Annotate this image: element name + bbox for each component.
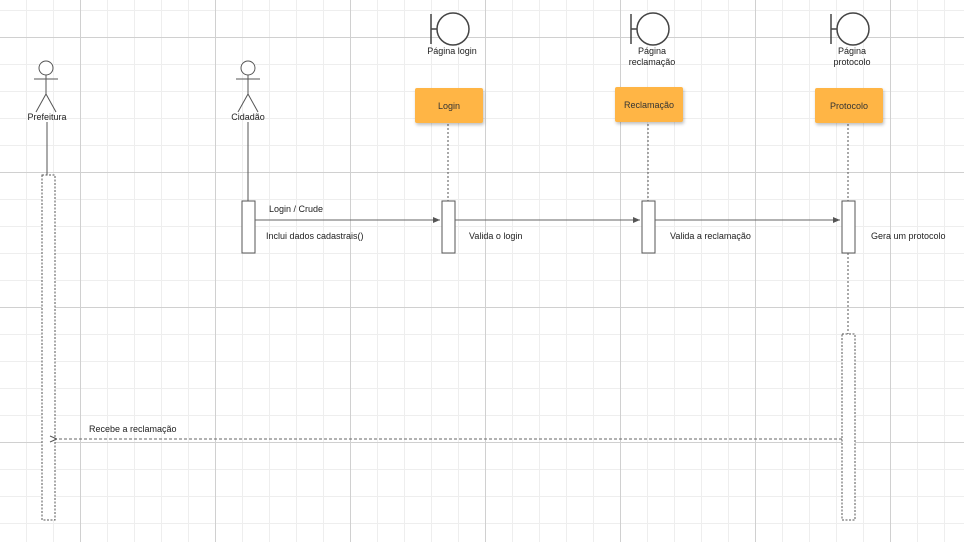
message-valida-login: Valida o login (469, 231, 523, 241)
pagina-protocolo-label-line2: protocolo (833, 57, 871, 67)
message-gera-protocolo: Gera um protocolo (871, 231, 946, 241)
message-recebe-reclamacao: Recebe a reclamação (89, 424, 177, 434)
message-login-crude: Login / Crude (269, 204, 324, 214)
prefeitura-activation (41, 174, 56, 521)
cidadao-actor-icon (236, 60, 260, 113)
pagina-protocolo-label-line1: Página (837, 46, 867, 56)
cidadao-activation (241, 200, 256, 254)
login-object[interactable]: Login (415, 88, 483, 123)
cidadao-actor-label: Cidadão (231, 112, 265, 122)
pagina-reclamacao-label-line1: Página (637, 46, 667, 56)
message-valida-reclamacao: Valida a reclamação (670, 231, 751, 241)
pagina-reclamacao-boundary-icon (630, 12, 670, 46)
prefeitura-actor-icon (34, 60, 58, 113)
reclamacao-object[interactable]: Reclamação (615, 87, 683, 122)
message-inclui-dados: Inclui dados cadastrais() (266, 231, 364, 241)
pagina-protocolo-boundary-icon (830, 12, 870, 46)
prefeitura-actor-label: Prefeitura (27, 112, 67, 122)
pagina-reclamacao-label-line2: reclamação (628, 57, 676, 67)
protocolo-activation-2 (841, 333, 856, 521)
reclamacao-activation (641, 200, 656, 254)
protocolo-object[interactable]: Protocolo (815, 88, 883, 123)
pagina-login-boundary-icon (430, 12, 470, 46)
pagina-login-label: Página login (427, 46, 477, 56)
login-activation (441, 200, 456, 254)
protocolo-activation-1 (841, 200, 856, 254)
